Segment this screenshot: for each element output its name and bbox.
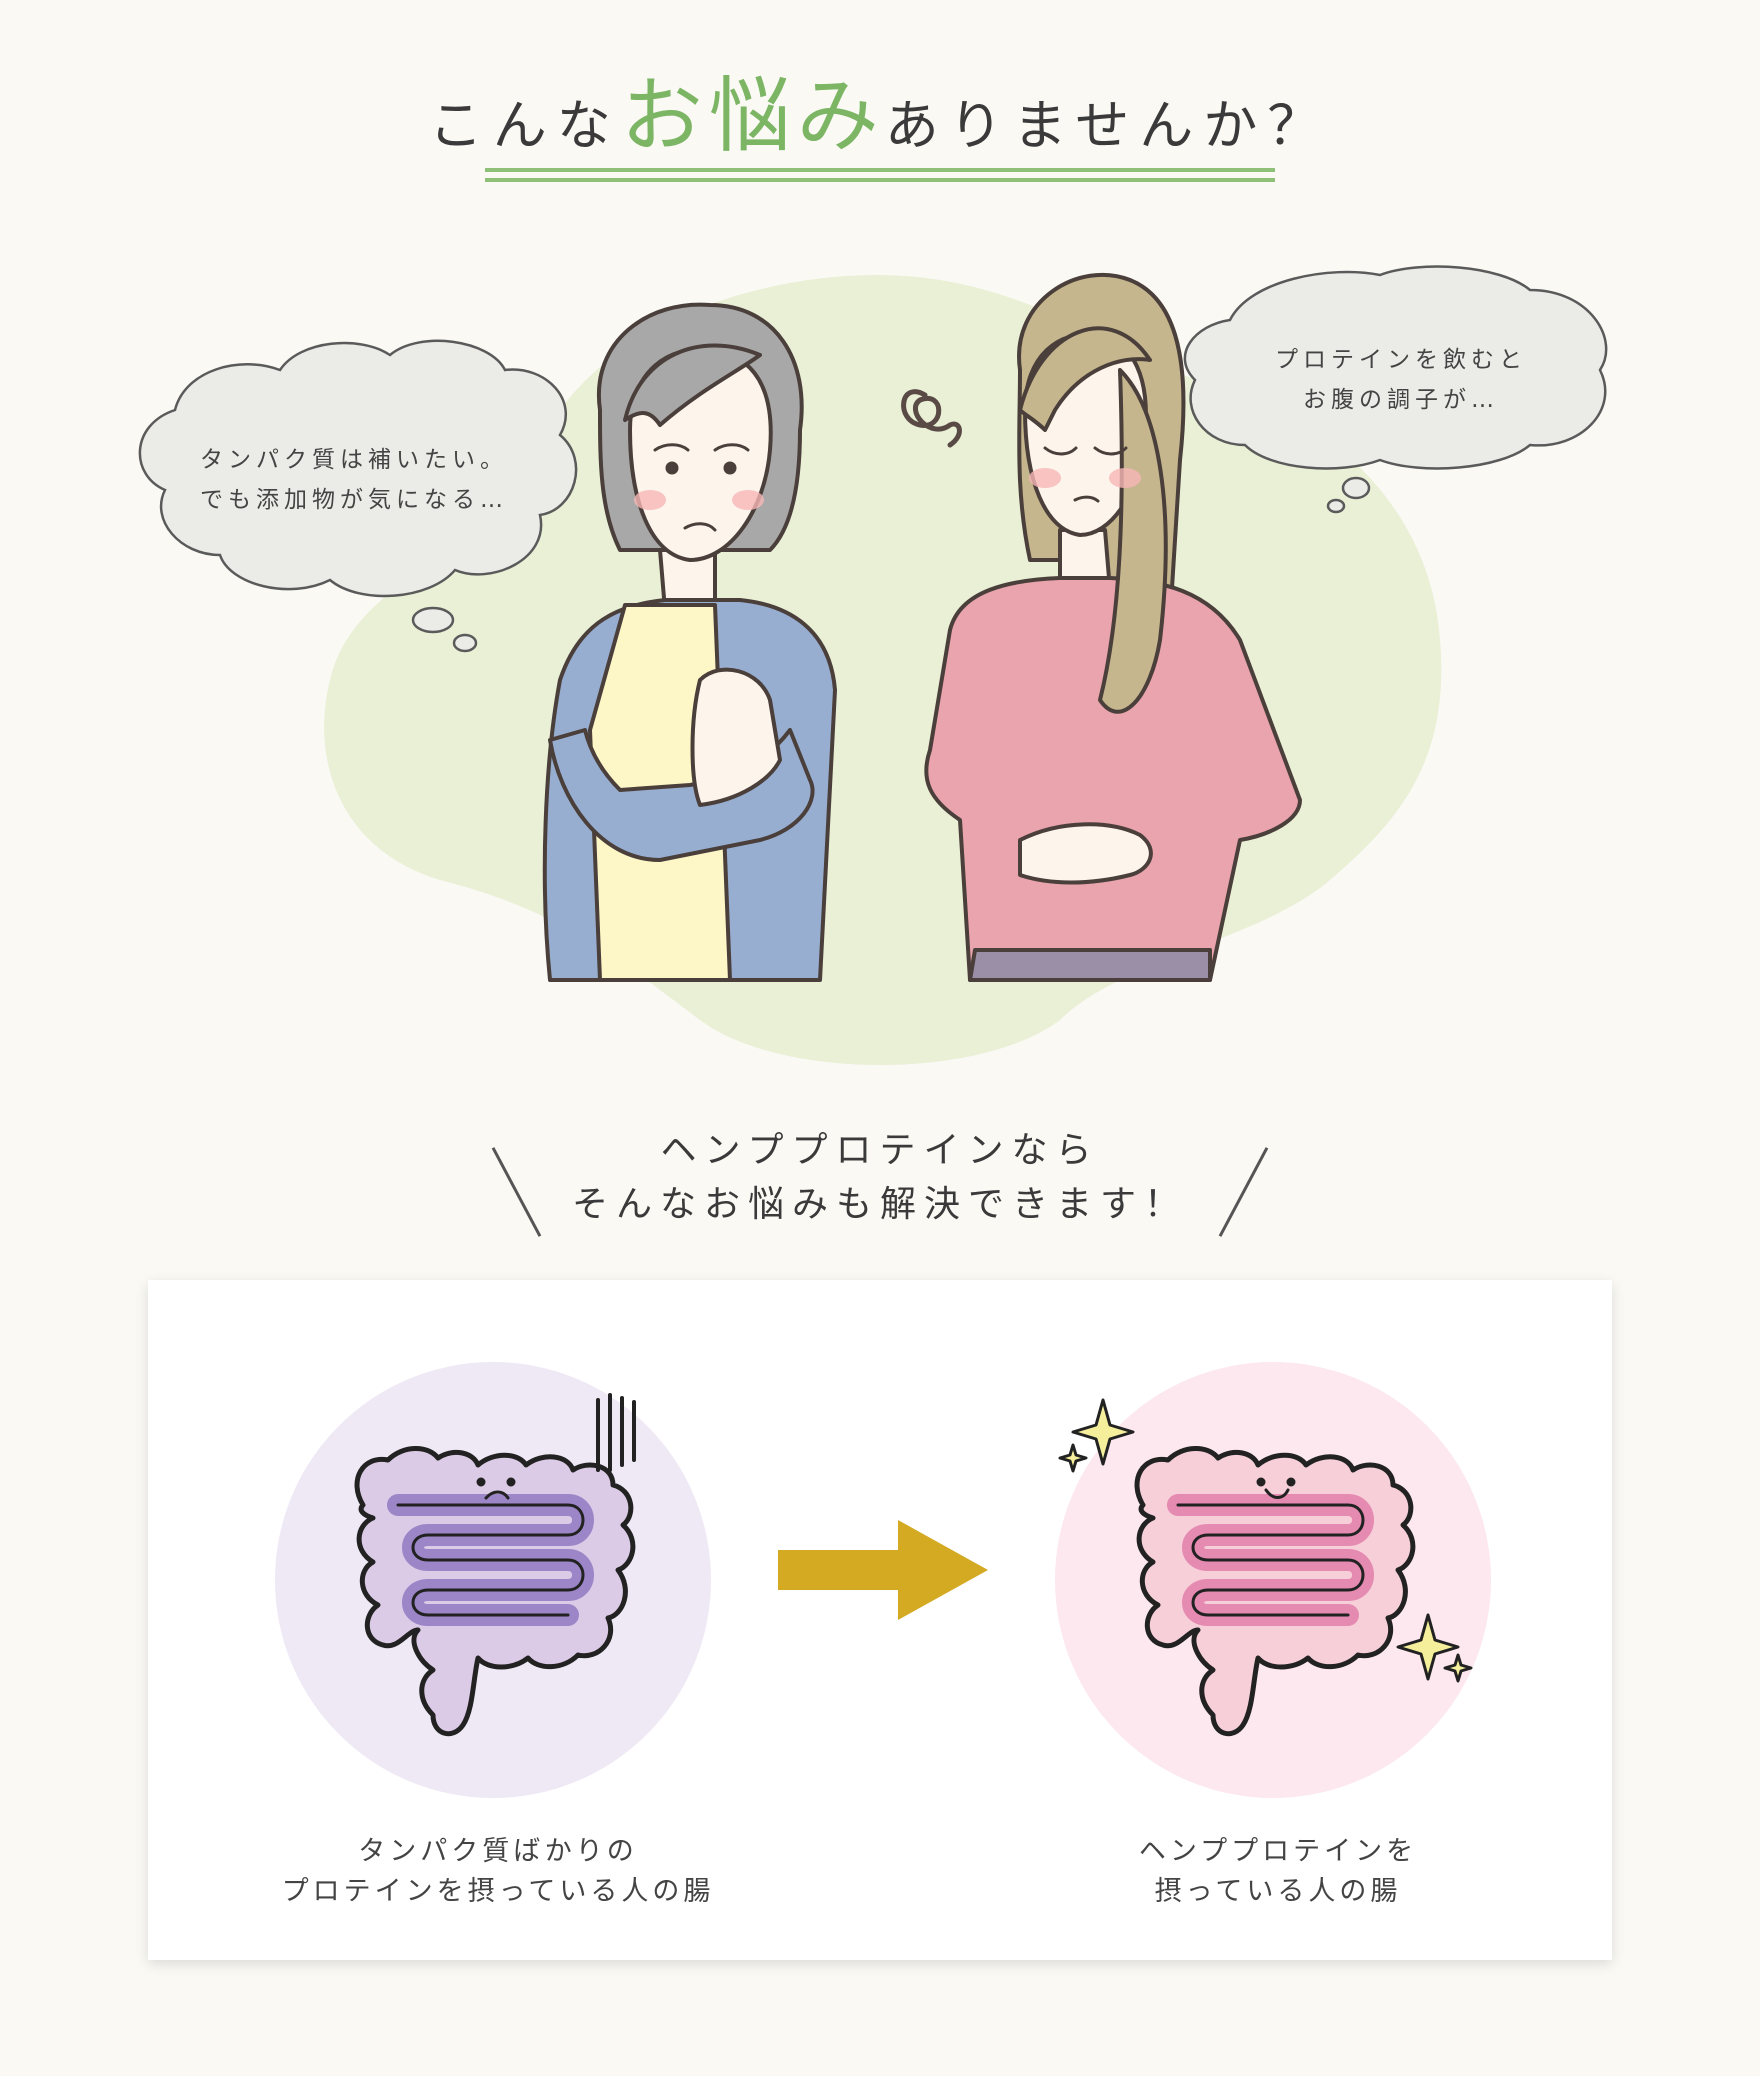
caption-before-line2: プロテインを摂っている人の腸 bbox=[281, 1876, 715, 1907]
happy-intestine-icon bbox=[1055, 1362, 1491, 1798]
arrow-right-icon bbox=[778, 1520, 988, 1620]
title-accent: お悩み bbox=[620, 69, 885, 164]
thought-bubble-right bbox=[1183, 265, 1608, 514]
woman-right-face bbox=[1043, 446, 1128, 503]
caption-before: タンパク質ばかりの プロテインを摂っている人の腸 bbox=[218, 1832, 778, 1912]
woman-left bbox=[542, 302, 837, 982]
sad-intestine-icon bbox=[275, 1362, 711, 1798]
title-suffix: ありませんか？ bbox=[884, 94, 1332, 157]
bubble-left-line1: タンパク質は補いたい。 bbox=[200, 447, 508, 473]
page-title: こんなお悩みありませんか？ bbox=[0, 72, 1760, 171]
worried-women-illustration: タンパク質は補いたい。 でも添加物が気になる… プロテインを飲むと お腹の調子が… bbox=[138, 265, 1608, 1065]
bubble-right-line2: お腹の調子が… bbox=[1303, 387, 1499, 413]
caption-after-line1: ヘンププロテインを bbox=[1138, 1836, 1418, 1867]
caption-before-line1: タンパク質ばかりの bbox=[358, 1836, 638, 1867]
bubble-left-line2: でも添加物が気になる… bbox=[200, 487, 508, 513]
title-underline-bottom bbox=[485, 178, 1275, 182]
solution-text: ヘンププロテインなら そんなお悩みも解決できます！ bbox=[0, 1124, 1760, 1232]
title-underline-top bbox=[485, 168, 1275, 172]
bubble-right-text: プロテインを飲むと お腹の調子が… bbox=[1275, 340, 1595, 420]
bubble-left-text: タンパク質は補いたい。 でも添加物が気になる… bbox=[200, 440, 560, 520]
caption-after-line2: 摂っている人の腸 bbox=[1154, 1876, 1402, 1907]
bubble-right-line1: プロテインを飲むと bbox=[1275, 347, 1527, 373]
confused-squiggle-icon bbox=[901, 389, 962, 448]
woman-left-face bbox=[653, 443, 750, 532]
solution-line1: ヘンププロテインなら bbox=[660, 1130, 1100, 1171]
comparison-card: タンパク質ばかりの プロテインを摂っている人の腸 ヘンププロテインを 摂っている… bbox=[148, 1280, 1612, 1960]
sparkle-icon bbox=[1058, 1398, 1473, 1683]
solution-line2: そんなお悩みも解決できます！ bbox=[571, 1184, 1188, 1225]
title-prefix: こんな bbox=[428, 94, 621, 157]
caption-after: ヘンププロテインを 摂っている人の腸 bbox=[998, 1832, 1558, 1912]
thought-bubble-left bbox=[138, 339, 578, 653]
